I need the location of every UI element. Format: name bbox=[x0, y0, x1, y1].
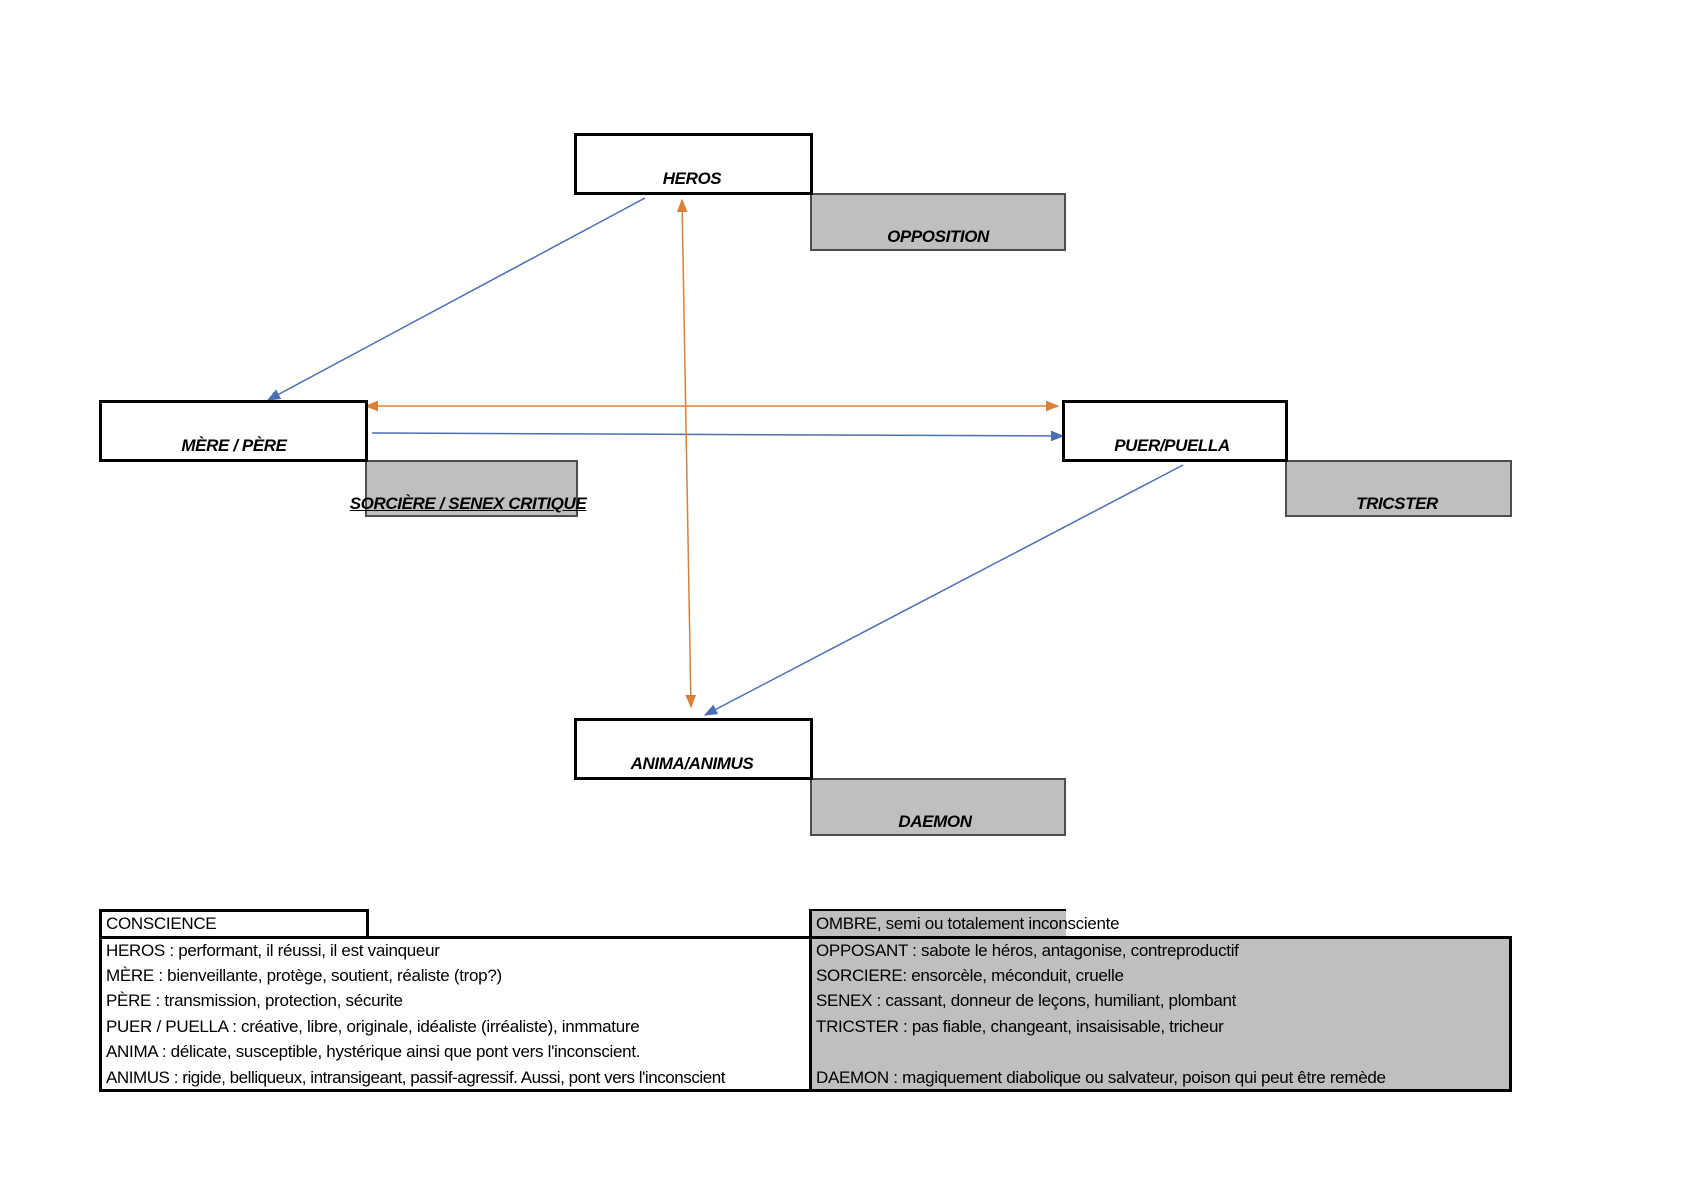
tricster-label: TRICSTER bbox=[1356, 494, 1438, 513]
conscience-row: HEROS : performant, il réussi, il est va… bbox=[106, 941, 440, 960]
anima-animus-label: ANIMA/ANIMUS bbox=[630, 754, 754, 773]
heros-box bbox=[574, 133, 813, 195]
table-border bbox=[99, 909, 102, 1092]
sorciere-senex-box bbox=[365, 460, 578, 517]
arrow-heros-to-mere-pere bbox=[266, 197, 646, 401]
ombre-row: SENEX : cassant, donneur de leçons, humi… bbox=[816, 991, 1237, 1010]
mere-pere-label: MÈRE / PÈRE bbox=[181, 436, 287, 455]
tricster-box bbox=[1285, 460, 1512, 517]
conscience-row: ANIMA : délicate, susceptible, hystériqu… bbox=[106, 1042, 641, 1061]
puer-puella-label: PUER/PUELLA bbox=[1114, 436, 1230, 455]
mere-pere-box bbox=[99, 400, 368, 462]
table-border bbox=[99, 936, 1512, 939]
ombre-header: OMBRE, semi ou totalement inconsciente bbox=[816, 914, 1120, 933]
opposition-label: OPPOSITION bbox=[887, 227, 989, 246]
conscience-row: PUER / PUELLA : créative, libre, origina… bbox=[106, 1017, 640, 1036]
table-border bbox=[1509, 936, 1512, 1092]
ombre-column-fill bbox=[810, 936, 1512, 1091]
table-border bbox=[810, 909, 1066, 911]
ombre-row: SORCIERE: ensorcèle, méconduit, cruelle bbox=[816, 966, 1124, 985]
sorciere-senex-label: SORCIÈRE / SENEX CRITIQUE bbox=[349, 494, 587, 513]
table-border bbox=[366, 909, 369, 938]
conscience-row: ANIMUS : rigide, belliqueux, intransigea… bbox=[106, 1068, 725, 1087]
table-border bbox=[809, 909, 812, 1092]
heros-label: HEROS bbox=[662, 169, 722, 188]
table-border bbox=[99, 1089, 1512, 1092]
table-border bbox=[99, 909, 368, 912]
ombre-row: DAEMON : magiquement diabolique ou salva… bbox=[816, 1068, 1386, 1087]
puer-puella-box bbox=[1062, 400, 1288, 462]
conscience-header: CONSCIENCE bbox=[106, 914, 217, 933]
daemon-label: DAEMON bbox=[898, 812, 972, 831]
anima-animus-box bbox=[574, 718, 813, 780]
ombre-header-fill bbox=[810, 909, 1066, 937]
ombre-row: TRICSTER : pas fiable, changeant, insais… bbox=[816, 1017, 1224, 1036]
conscience-row: PÈRE : transmission, protection, sécurit… bbox=[106, 991, 403, 1010]
arrow-heros-anima-animus-bidirectional bbox=[676, 198, 697, 709]
conscience-row: MÈRE : bienveillante, protège, soutient,… bbox=[106, 966, 502, 985]
arrow-mere-pere-to-puer-puella bbox=[371, 430, 1065, 442]
opposition-box bbox=[810, 193, 1066, 251]
arrow-puer-puella-to-anima-animus bbox=[703, 464, 1184, 716]
ombre-row: OPPOSANT : sabote le héros, antagonise, … bbox=[816, 941, 1239, 960]
daemon-box bbox=[810, 778, 1066, 836]
